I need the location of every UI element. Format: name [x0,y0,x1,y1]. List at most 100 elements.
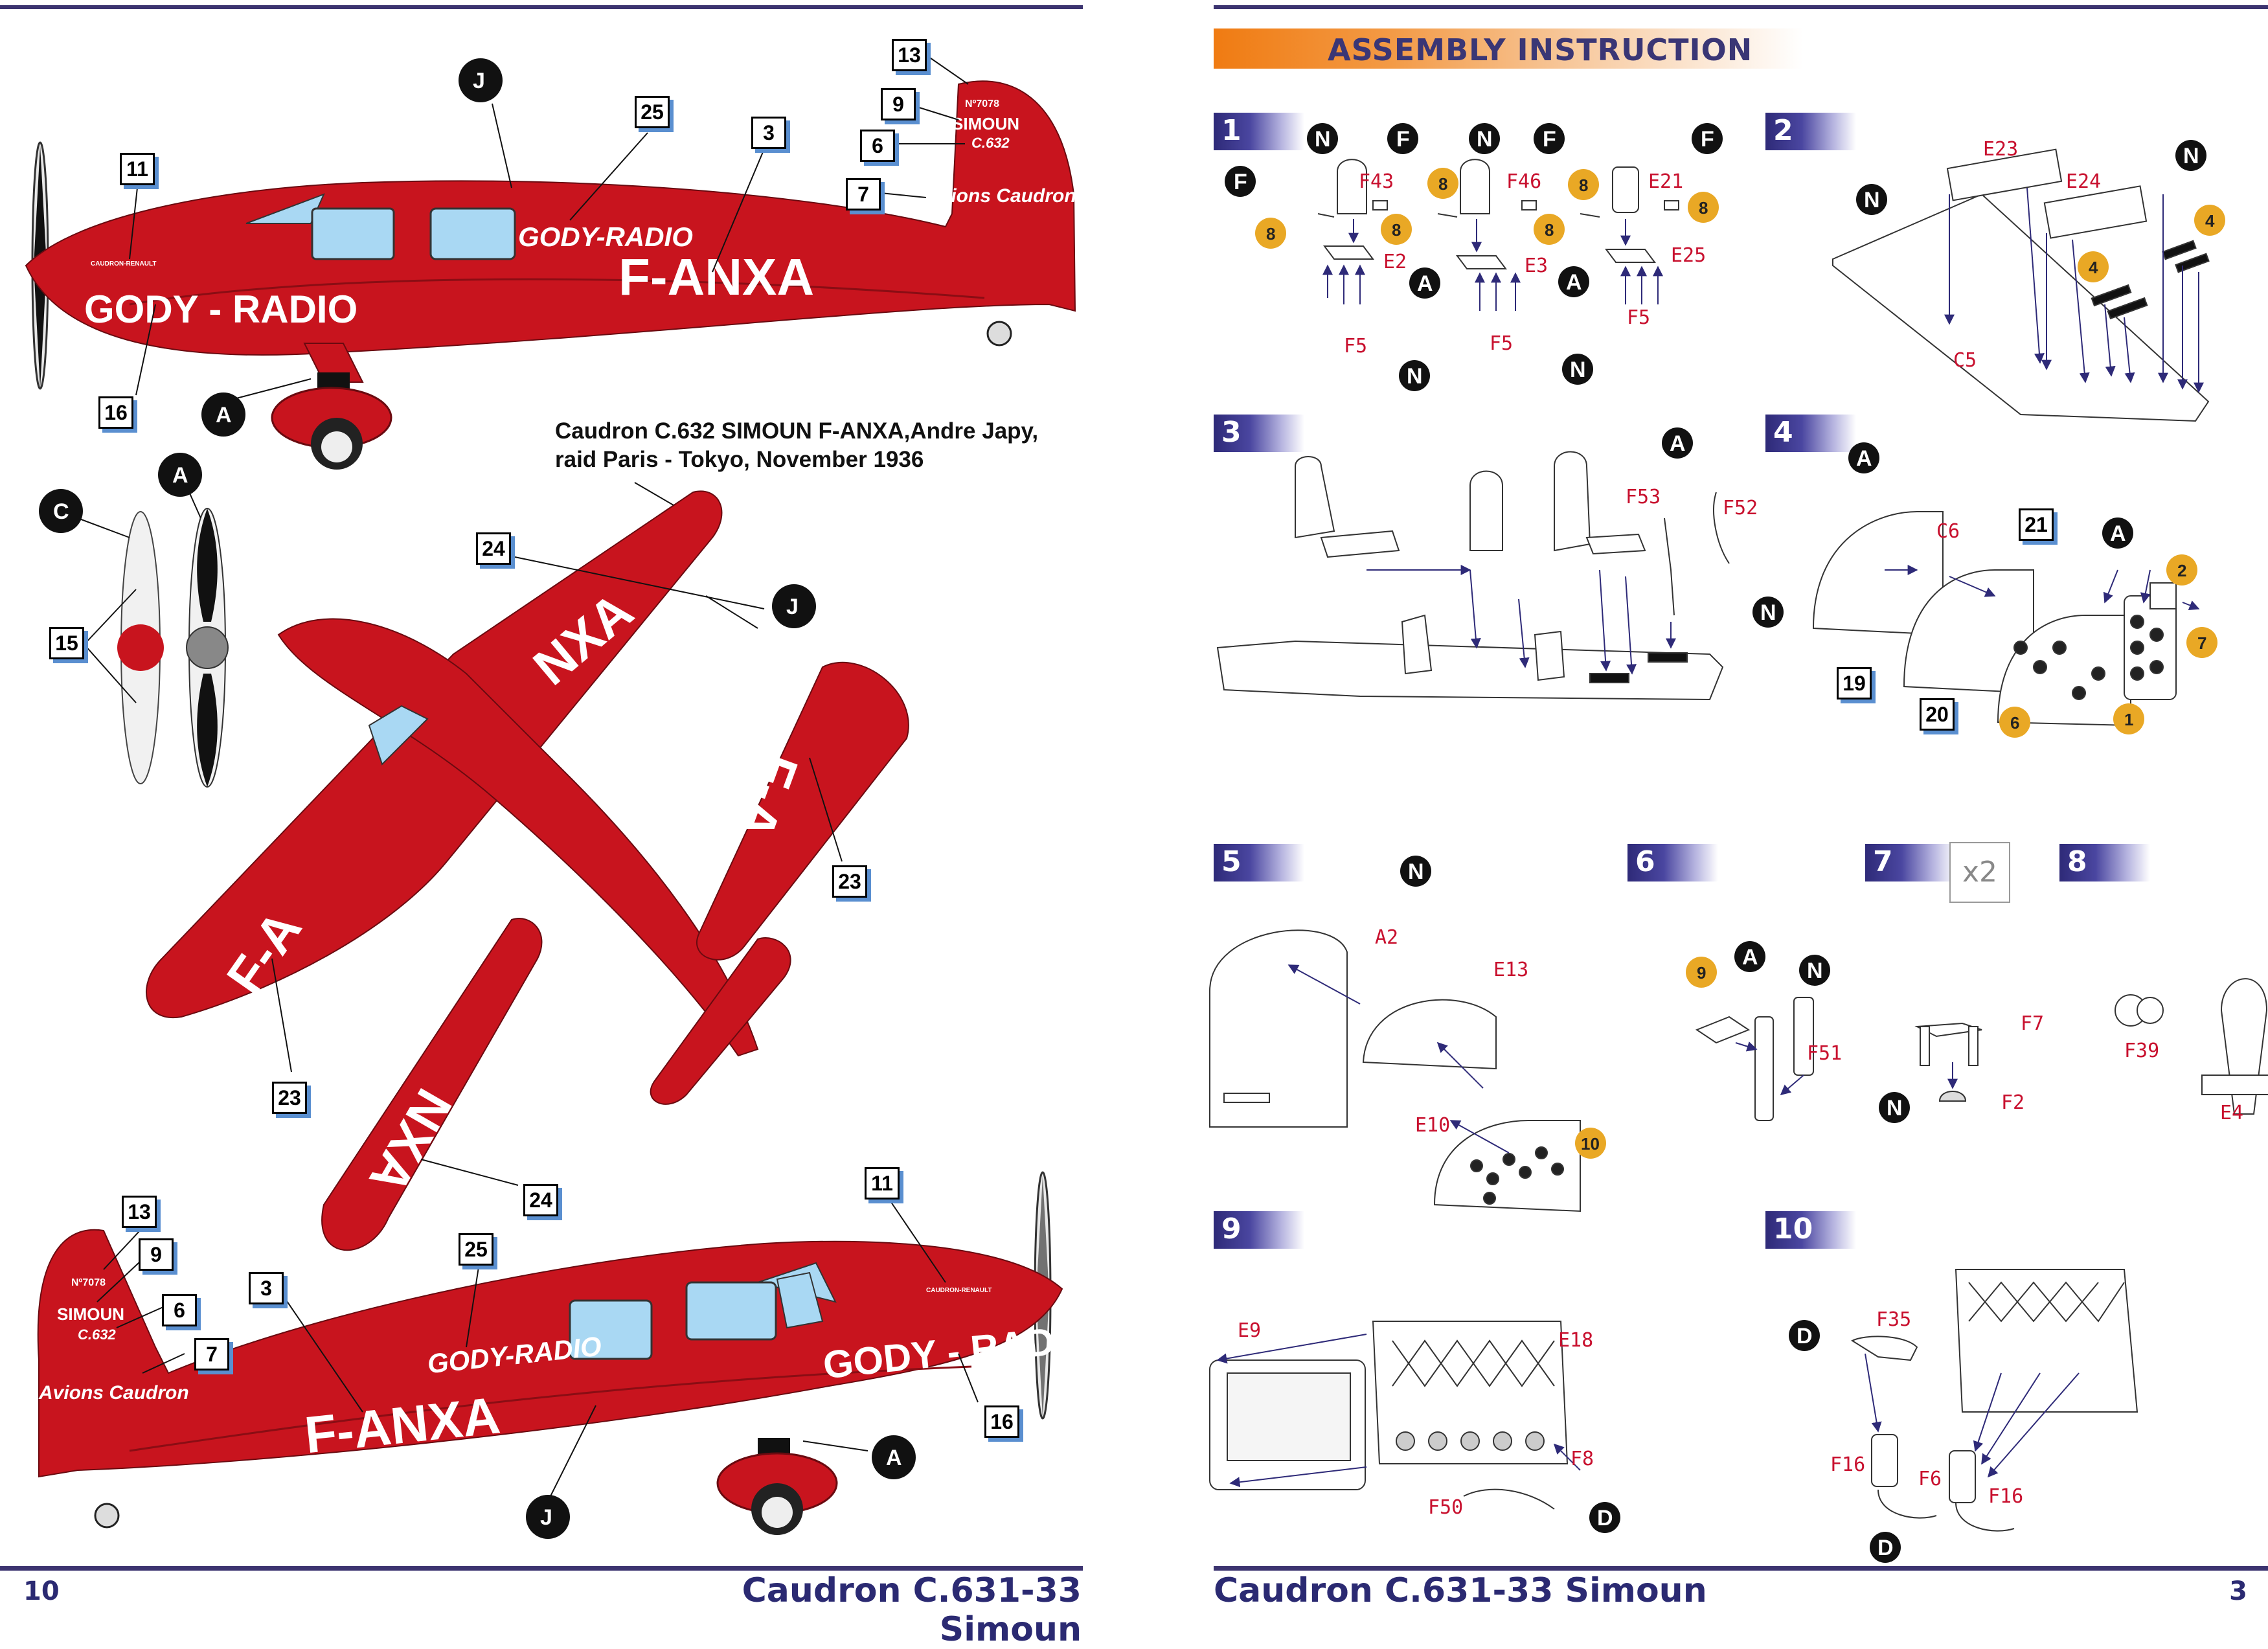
svg-text:A: A [1670,431,1686,456]
step-9-header: 9 [1214,1211,1304,1249]
livery-caption-line1: Caudron C.632 SIMOUN F-ANXA,Andre Japy, [555,418,1039,444]
svg-text:A: A [1742,945,1758,970]
svg-text:F7: F7 [2021,1012,2044,1035]
svg-text:8: 8 [1579,176,1588,195]
registration-top: F-ANXA [618,248,814,306]
svg-text:F51: F51 [1807,1042,1842,1065]
svg-text:N: N [1760,600,1776,625]
svg-text:F: F [1234,170,1247,194]
svg-text:F5: F5 [1344,335,1367,358]
decal-label: 24 [523,1184,558,1216]
svg-text:8: 8 [1699,198,1708,218]
svg-text:F39: F39 [2124,1040,2159,1062]
step-5-header: 5 [1214,844,1304,881]
svg-text:N: N [1887,1096,1903,1120]
tail-model-top: C.632 [971,135,1010,151]
svg-text:2: 2 [2177,561,2186,580]
step-7-labels: F7 F2 N [1879,1012,2044,1123]
svg-text:F5: F5 [1627,306,1650,329]
svg-text:N: N [1408,859,1424,884]
step-1-labels: F43 F46 E21 E2 E3 E25 F5 F5 F5 [1344,170,1706,358]
aircraft-side-profile-top: GODY - RADIO GODY-RADIO F-ANXA SIMOUN C.… [25,54,1076,470]
step-8-labels: F39 E4 [2124,1040,2243,1124]
svg-text:4: 4 [2205,211,2215,231]
decal-label: 15 [49,627,84,659]
top-rule-right [1214,5,2268,9]
step-4-diagram [1812,511,2200,727]
tail-number-top: Nº7078 [965,98,999,109]
decal-label: 9 [139,1238,174,1271]
sponsor-script-top: GODY-RADIO [518,222,693,252]
decal-label: 16 [98,396,133,429]
svg-text:E24: E24 [2066,170,2101,193]
svg-text:10: 10 [1581,1134,1600,1154]
svg-text:F46: F46 [1506,170,1541,193]
step-7-multiplier: x2 [1949,842,2010,903]
svg-text:8: 8 [1438,174,1447,194]
svg-text:N: N [1477,127,1493,152]
step-9-labels: E9 E18 F8 F50 D [1238,1319,1620,1533]
step-4-labels: C6 A A 2 7 6 1 [1848,442,2217,738]
svg-text:E21: E21 [1648,170,1683,193]
decal-label: 6 [162,1294,197,1326]
svg-text:D: D [1597,1506,1613,1530]
step-9-diagram [1209,1321,1581,1510]
callout-a-bottom: A [886,1446,902,1470]
svg-text:F: F [1543,127,1556,152]
decal-label: 16 [984,1405,1019,1438]
svg-text:F8: F8 [1571,1448,1594,1470]
callout-j-plan: J [786,595,799,619]
step-3-diagram [1216,451,1730,701]
svg-text:F50: F50 [1428,1496,1463,1519]
left-page-number: 10 [23,1576,60,1606]
step-1-letters: N F N F F F A A N N [1225,123,1723,391]
decal-label: 6 [860,130,895,162]
step-4-header: 4 [1765,415,1856,452]
svg-text:E18: E18 [1558,1329,1593,1352]
svg-text:F: F [1396,127,1410,152]
step-3-labels: F53 F52 A N [1626,427,1784,628]
svg-text:A2: A2 [1375,926,1398,949]
svg-text:N: N [2183,144,2199,168]
decal-label: 7 [194,1338,229,1370]
svg-text:A: A [1856,446,1872,471]
callout-c: C [53,499,69,524]
step-1-diagram [1317,159,1679,311]
propeller-views [77,488,229,788]
svg-text:N: N [1407,364,1423,389]
decal-label: 24 [476,532,511,565]
svg-text:E23: E23 [1983,138,2018,161]
svg-text:E3: E3 [1525,255,1548,277]
svg-text:F16: F16 [1988,1485,2023,1508]
svg-text:7: 7 [2197,633,2206,653]
step-6-labels: F51 A N 9 [1686,941,1842,1065]
svg-text:A: A [1566,270,1582,295]
tail-number-bottom: Nº7078 [71,1277,106,1288]
svg-text:F2: F2 [2001,1091,2024,1114]
step-1-paints: 8 8 8 8 8 8 8 [1255,168,1719,249]
svg-text:E10: E10 [1415,1114,1450,1137]
svg-text:F53: F53 [1626,486,1661,508]
svg-text:8: 8 [1266,224,1275,244]
svg-text:E4: E4 [2220,1102,2243,1124]
maker-script-top: Avions Caudron [925,185,1076,207]
step-7-diagram [1914,1022,1982,1102]
engine-text-top: CAUDRON-RENAULT [91,260,156,267]
step-10-header: 10 [1765,1211,1856,1249]
svg-text:F16: F16 [1830,1453,1865,1476]
svg-text:1: 1 [2124,710,2133,729]
svg-text:A: A [1417,271,1433,296]
step-4-label-20: 20 [1920,698,1955,731]
aircraft-illustrations: GODY - RADIO GODY-RADIO F-ANXA SIMOUN C.… [25,54,1088,1539]
svg-text:4: 4 [2089,258,2098,277]
step-1-header: 1 [1214,113,1304,150]
svg-text:F35: F35 [1876,1308,1911,1331]
bottom-rule-left [0,1566,1083,1571]
svg-text:C5: C5 [1953,349,1977,372]
svg-text:C6: C6 [1936,520,1960,543]
svg-text:D: D [1797,1324,1813,1348]
decal-label: 23 [832,865,867,898]
decal-label: 3 [751,117,786,149]
callout-j-bottom: J [540,1505,552,1530]
step-5-labels: A2 E13 E10 N 10 [1375,856,1606,1159]
